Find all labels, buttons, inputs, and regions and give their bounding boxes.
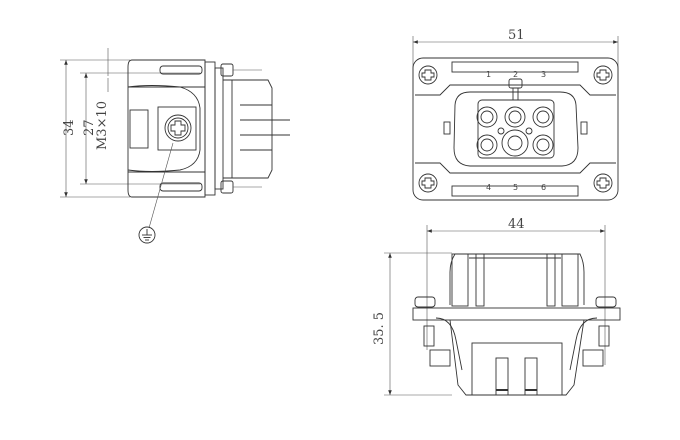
dim-44-label: 44 (508, 217, 525, 232)
side-view: 34 27 M3×10 (60, 48, 290, 244)
corner-screws (418, 65, 613, 193)
earth-screw-head (164, 114, 192, 142)
pin-label-6: 6 (541, 183, 546, 192)
dim-34-label: 34 (62, 119, 77, 136)
contact-pins (476, 106, 554, 157)
screw-size-label: M3×10 (95, 101, 110, 150)
dim-51-label: 51 (508, 28, 525, 43)
protective-earth-icon (138, 226, 156, 244)
bottom-view: 44 35. 5 (372, 217, 621, 396)
pin-label-2: 2 (513, 70, 518, 79)
pin-label-1: 1 (486, 70, 491, 79)
dim-35-5-label: 35. 5 (372, 312, 387, 345)
pin-label-5: 5 (513, 183, 518, 192)
dim-27-label: 27 (82, 119, 97, 136)
front-view: 51 1 2 3 4 5 6 (412, 28, 619, 201)
pin-label-4: 4 (486, 183, 491, 192)
pin-label-3: 3 (541, 70, 546, 79)
